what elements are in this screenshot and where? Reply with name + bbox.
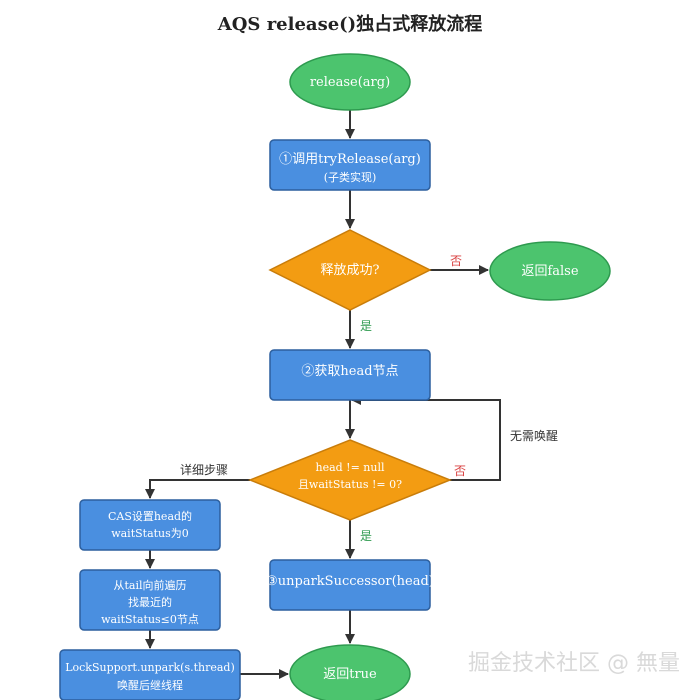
label-no-release: 否 <box>450 254 462 268</box>
node-try-release-line2: (子类实现) <box>324 170 377 184</box>
node-try-release: ①调用tryRelease(arg) (子类实现) <box>269 139 431 191</box>
node-head-check-line2: 且waitStatus != 0? <box>298 478 402 491</box>
node-cas-line1: CAS设置head的 <box>108 509 192 523</box>
node-lock-support-line1: LockSupport.unpark(s.thread) <box>65 661 235 674</box>
label-detail-steps: 详细步骤 <box>180 462 228 477</box>
label-no-wake: 无需唤醒 <box>510 429 558 443</box>
node-start: release(arg) <box>289 53 411 111</box>
node-try-release-line1: ①调用tryRelease(arg) <box>279 152 421 167</box>
diagram-title: AQS release()独占式释放流程 <box>217 13 482 35</box>
node-release-success-label: 释放成功? <box>321 263 380 278</box>
node-lock-support-unpark: LockSupport.unpark(s.thread) 唤醒后继线程 <box>59 649 241 700</box>
node-get-head-label: ②获取head节点 <box>301 364 398 379</box>
watermark: 掘金技术社区 @ 無量 <box>468 651 680 676</box>
node-return-false: 返回false <box>489 241 611 301</box>
node-cas-set-waitstatus: CAS设置head的 waitStatus为0 <box>79 499 221 551</box>
node-find-from-tail: 从tail向前遍历 找最近的 waitStatus≤0节点 <box>79 569 221 631</box>
node-head-check-decision: head != null 且waitStatus != 0? <box>247 439 453 521</box>
node-return-true-label: 返回true <box>323 667 377 682</box>
node-lock-support-line2: 唤醒后继线程 <box>117 678 183 692</box>
node-find-line2: 找最近的 <box>128 595 172 609</box>
edge-detail-steps <box>145 479 250 499</box>
label-yes-release: 是 <box>360 319 372 333</box>
node-find-line3: waitStatus≤0节点 <box>101 613 199 626</box>
node-unpark-successor-label: ③unparkSuccessor(head) <box>266 574 434 589</box>
label-no-check: 否 <box>454 464 466 478</box>
node-return-false-label: 返回false <box>521 264 578 279</box>
node-head-check-line1: head != null <box>315 461 385 474</box>
node-get-head: ②获取head节点 <box>269 349 431 401</box>
node-start-label: release(arg) <box>310 75 390 90</box>
node-cas-line2: waitStatus为0 <box>111 527 189 540</box>
node-return-true: 返回true <box>289 644 411 700</box>
label-yes-check: 是 <box>360 529 372 543</box>
node-unpark-successor: ③unparkSuccessor(head) <box>266 559 434 611</box>
node-release-success-decision: 释放成功? <box>268 229 432 311</box>
node-find-line1: 从tail向前遍历 <box>113 578 186 592</box>
